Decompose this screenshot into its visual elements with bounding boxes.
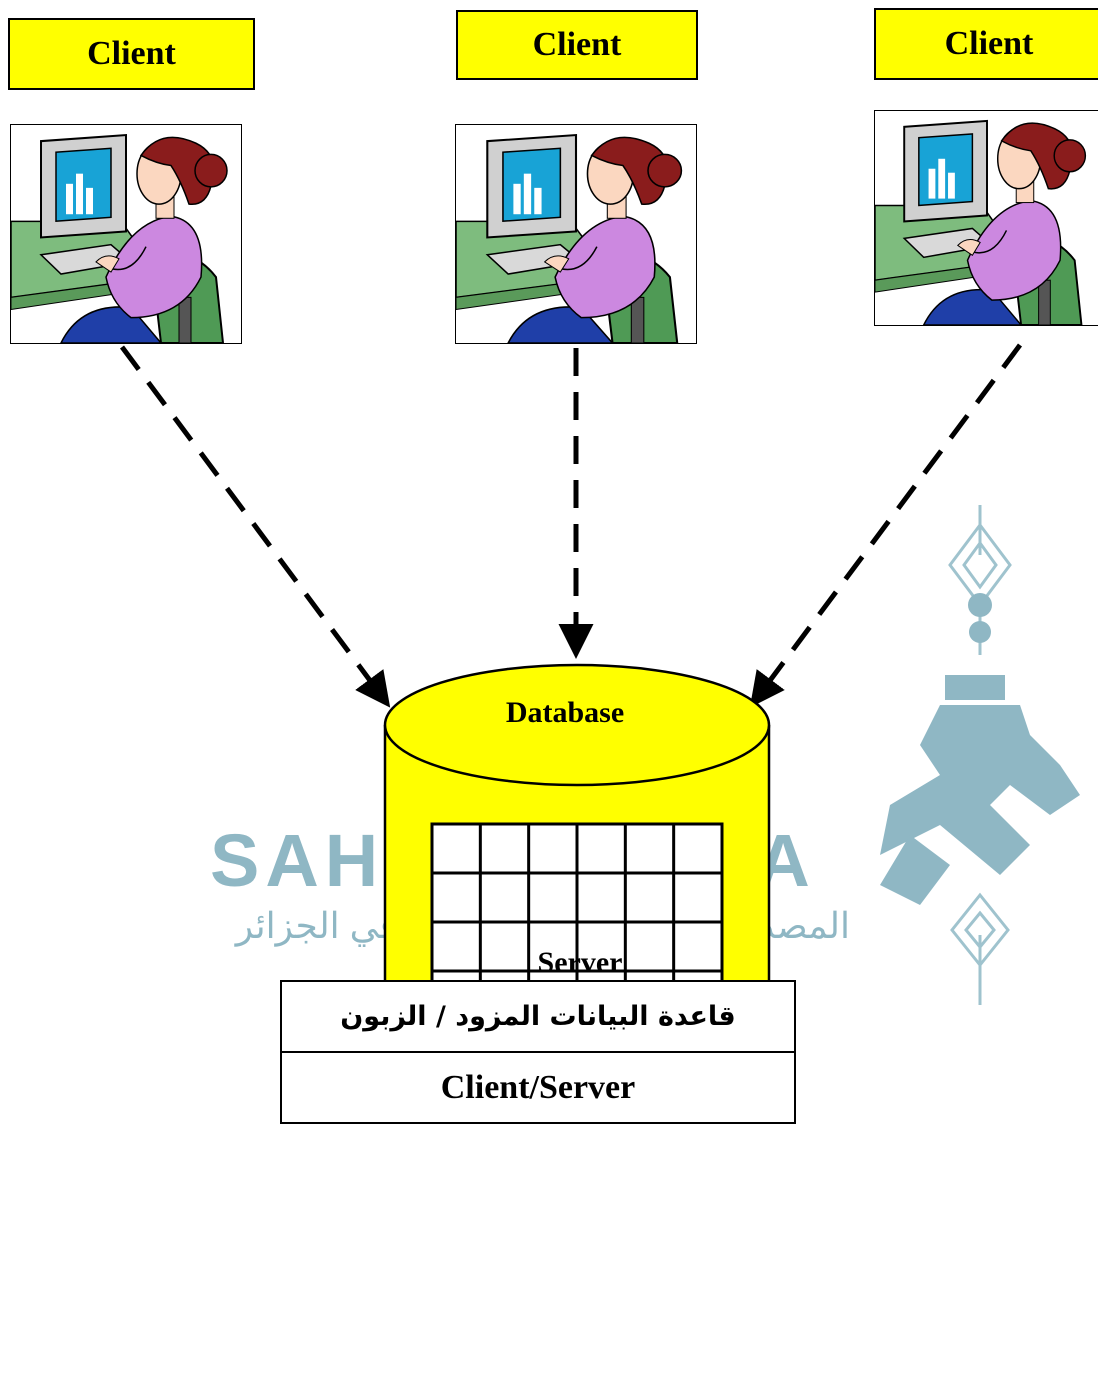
client-label-1: Client [8,18,255,90]
server-label: Server [537,946,623,979]
client-computer-3 [874,110,1098,326]
watermark-logo-icon [880,505,1080,1005]
client-computer-2 [455,124,697,344]
woman-at-computer-icon [456,134,683,343]
client-label-2: Client [456,10,698,80]
dashed-arrow-icon [119,345,391,708]
caption-english: Client/Server [282,1051,794,1122]
client-computer-1 [10,124,242,344]
database-label: Database [505,696,625,729]
client-label-3: Client [874,8,1098,80]
dashed-arrow-icon [749,343,1023,708]
caption-arabic: قاعدة البيانات المزود / الزبون [340,1001,736,1032]
woman-at-computer-icon [875,119,1087,325]
caption-table: قاعدة البيانات المزود / الزبون Client/Se… [280,980,796,1124]
woman-at-computer-icon [11,134,228,343]
